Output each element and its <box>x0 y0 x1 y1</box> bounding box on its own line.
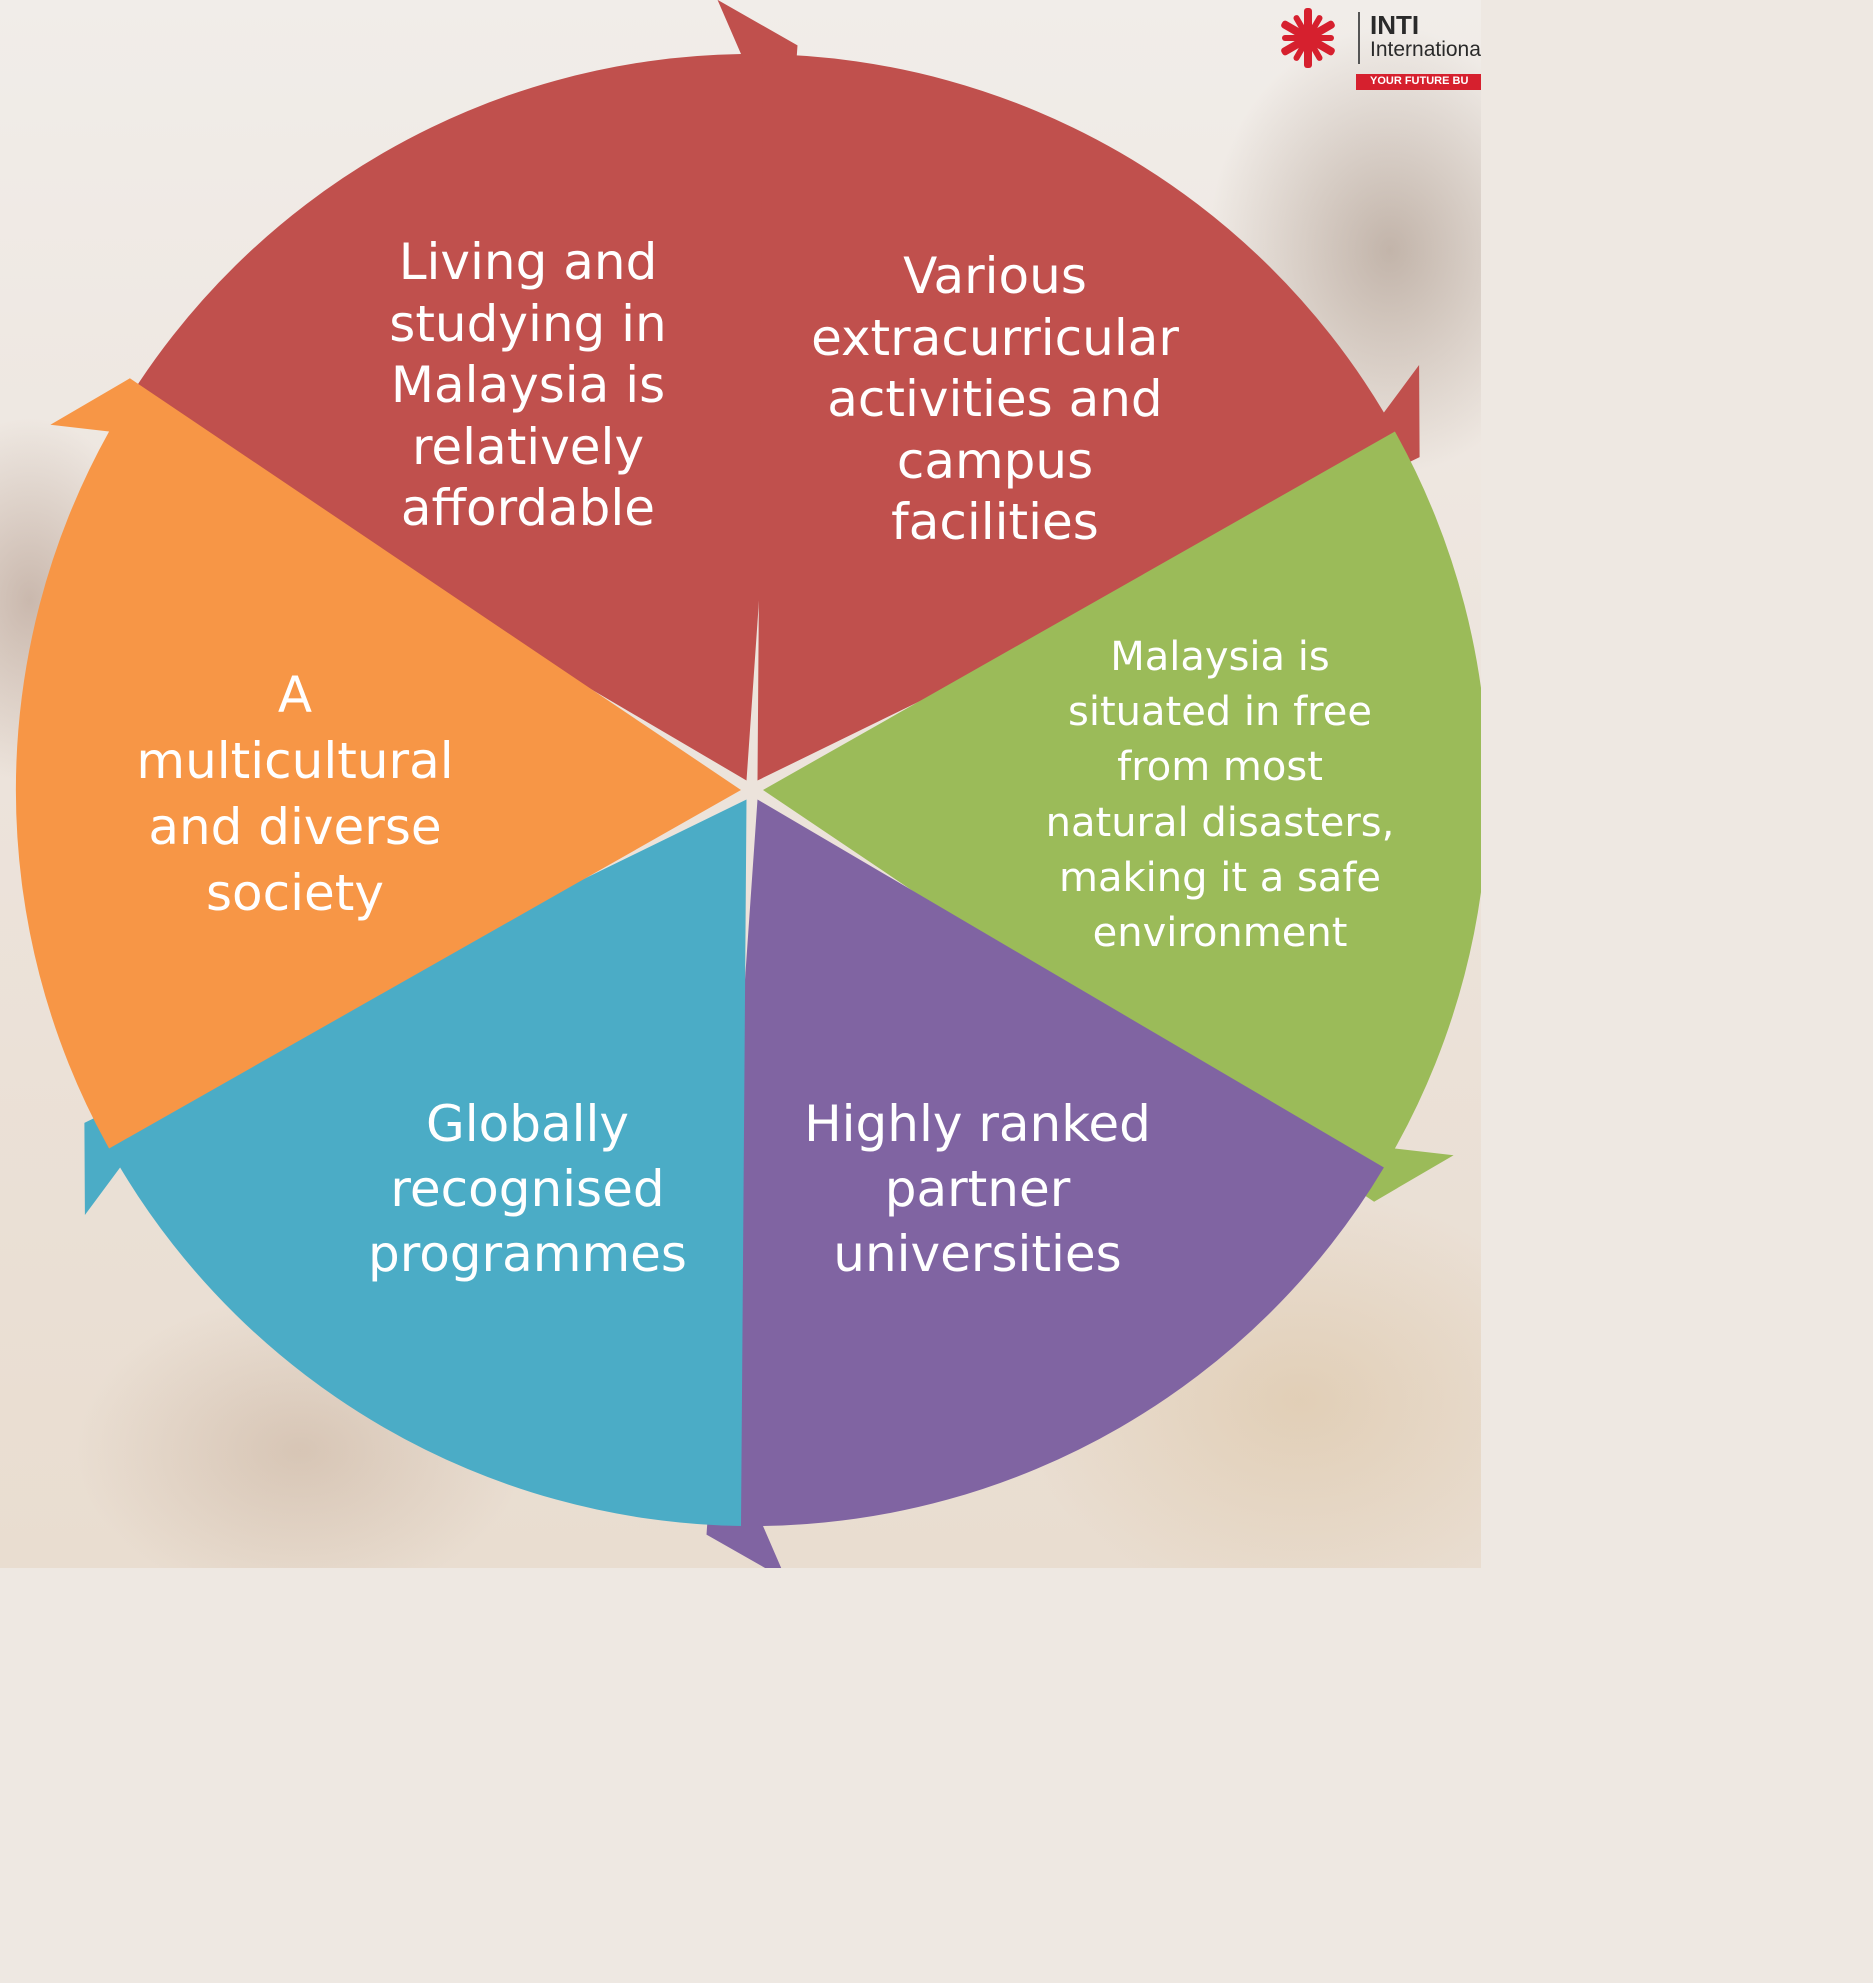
label-line: Globally <box>426 1095 629 1153</box>
logo-tagline-bar: YOUR FUTURE BU <box>1356 74 1481 90</box>
label-line: society <box>206 864 384 922</box>
segment-label-universities: Highly ranked partner universities <box>790 1092 1165 1287</box>
label-line: studying in <box>389 294 667 353</box>
label-line: extracurricular <box>811 308 1179 367</box>
label-line: Malaysia is <box>1110 634 1330 680</box>
label-line: Malaysia is <box>390 356 666 414</box>
segment-universities <box>706 799 1384 1568</box>
segment-label-programmes: Globally recognised programmes <box>360 1092 695 1287</box>
logo-tagline: YOUR FUTURE BU <box>1370 75 1469 87</box>
segment-label-safe: Malaysia is situated in free from most n… <box>1030 630 1410 961</box>
label-line: Various <box>903 247 1087 305</box>
label-line: activities and <box>827 370 1163 428</box>
segment-label-multicultural: A multicultural and diverse society <box>125 662 465 926</box>
segment-label-affordable: Living and studying in Malaysia is relat… <box>378 232 678 540</box>
label-line: campus <box>896 431 1094 490</box>
logo-divider <box>1358 12 1360 64</box>
label-line: natural disasters, <box>1045 799 1395 846</box>
label-line: Highly ranked <box>804 1095 1151 1153</box>
logo-subtitle: Internationa <box>1370 38 1481 61</box>
asterisk-logo-icon <box>1281 8 1335 68</box>
segment-programmes <box>84 799 747 1526</box>
label-line: environment <box>1092 909 1348 956</box>
segment-affordable <box>120 0 798 781</box>
cycle-diagram <box>15 0 1481 1568</box>
label-line: A <box>277 666 313 724</box>
inti-logo: INTI Internationa YOUR FUTURE BU <box>1270 4 1481 92</box>
segment-label-extracurricular: Various extracurricular activities and c… <box>790 246 1200 554</box>
label-line: relatively <box>411 417 645 476</box>
label-line: affordable <box>400 479 656 537</box>
label-line: and diverse <box>148 798 442 856</box>
label-line: universities <box>833 1225 1122 1283</box>
label-line: from most <box>1117 744 1323 791</box>
label-line: recognised <box>390 1160 665 1218</box>
logo-name: INTI <box>1370 10 1420 40</box>
label-line: partner <box>884 1160 1071 1218</box>
label-line: multicultural <box>136 732 454 790</box>
segment-multicultural <box>15 378 741 1149</box>
segment-safe <box>763 431 1481 1202</box>
label-line: programmes <box>368 1225 687 1283</box>
label-line: making it a safe <box>1059 854 1381 901</box>
segment-extracurricular <box>757 54 1420 781</box>
label-line: facilities <box>891 493 1099 551</box>
label-line: situated in free <box>1068 689 1372 736</box>
label-line: Living and <box>398 233 658 291</box>
